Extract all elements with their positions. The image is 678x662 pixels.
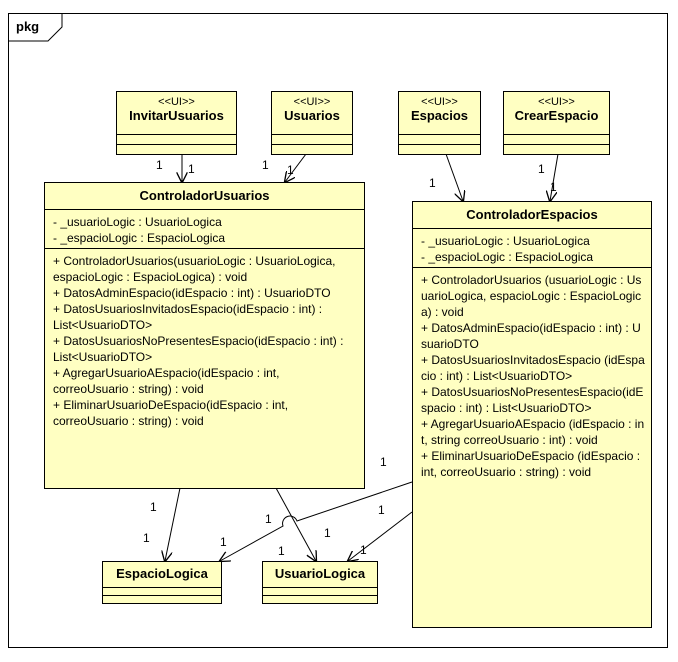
class-espacios[interactable]: <<UI>> Espacios [398, 91, 481, 155]
multiplicity-label: 1 [156, 158, 163, 172]
class-name: UsuarioLogica [274, 566, 366, 581]
stereotype-label: <<UI>> [158, 96, 195, 108]
multiplicity-label: 1 [550, 180, 557, 194]
operation: + DatosUsuariosInvitadosEspacio(idEspaci… [53, 302, 326, 332]
attributes-section: - _usuarioLogic : UsuarioLogica - _espac… [413, 228, 651, 267]
operation: + ControladorUsuarios (usuarioLogic : Us… [421, 273, 642, 319]
class-usuariologica[interactable]: UsuarioLogica [262, 561, 378, 604]
operation: + DatosUsuariosInvitadosEspacio (idEspac… [421, 353, 645, 383]
operations-section: + ControladorUsuarios(usuarioLogic : Usu… [45, 248, 364, 431]
multiplicity-label: 1 [429, 176, 436, 190]
multiplicity-label: 1 [262, 158, 269, 172]
operation: + AgregarUsuarioAEspacio (idEspacio : in… [421, 417, 645, 447]
attribute: - _usuarioLogic : UsuarioLogica [53, 215, 222, 229]
assoc-crear-ctrlespacios [550, 153, 559, 201]
multiplicity-label: 1 [538, 162, 545, 176]
class-name: ControladorEspacios [466, 207, 598, 222]
multiplicity-label: 1 [278, 544, 285, 558]
multiplicity-label: 1 [265, 512, 272, 526]
operation: + EliminarUsuarioDeEspacio (idEspacio : … [421, 449, 644, 479]
package-frame-tab [8, 13, 63, 42]
assoc-usuarios-ctrlusuarios [285, 153, 307, 182]
class-controladorespacios[interactable]: ControladorEspacios - _usuarioLogic : Us… [412, 201, 652, 628]
class-controladorusuarios[interactable]: ControladorUsuarios - _usuarioLogic : Us… [44, 182, 365, 489]
assoc-ctrlespacios-espaciologica [220, 481, 413, 561]
multiplicity-label: 1 [378, 503, 385, 517]
class-usuarios[interactable]: <<UI>> Usuarios [271, 91, 353, 155]
stereotype-label: <<UI>> [293, 96, 331, 108]
stereotype-label: <<UI>> [538, 96, 575, 108]
assoc-ctrlusuarios-usuariologica [275, 487, 316, 561]
class-name: Usuarios [284, 108, 340, 123]
class-name: ControladorUsuarios [139, 188, 270, 203]
assoc-espacios-ctrlespacios [445, 153, 463, 201]
class-invitarusuarios[interactable]: <<UI>> InvitarUsuarios [116, 91, 237, 155]
multiplicity-label: 1 [143, 531, 150, 545]
multiplicity-label: 1 [360, 543, 367, 557]
multiplicity-label: 1 [380, 455, 387, 469]
class-name: EspacioLogica [116, 566, 208, 581]
class-crearespacio[interactable]: <<UI>> CrearEspacio [503, 91, 610, 155]
class-espaciologica[interactable]: EspacioLogica [102, 561, 222, 604]
stereotype-label: <<UI>> [421, 96, 458, 108]
operation: + DatosAdminEspacio(idEspacio : int) : U… [421, 321, 641, 351]
operation: + DatosUsuariosNoPresentesEspacio(idEspa… [421, 385, 644, 415]
operation: + AgregarUsuarioAEspacio(idEspacio : int… [53, 366, 283, 396]
class-name: CrearEspacio [514, 108, 599, 123]
multiplicity-label: 1 [220, 535, 227, 549]
attribute: - _espacioLogic : EspacioLogica [53, 231, 226, 245]
operations-section: + ControladorUsuarios (usuarioLogic : Us… [413, 267, 651, 482]
package-frame [8, 13, 668, 648]
attributes-section: - _usuarioLogic : UsuarioLogica - _espac… [45, 209, 364, 248]
multiplicity-label: 1 [188, 162, 195, 176]
class-name: Espacios [410, 108, 469, 123]
operation: + DatosUsuariosNoPresentesEspacio(idEspa… [53, 334, 347, 364]
package-label: pkg [16, 19, 40, 34]
operation: + DatosAdminEspacio(idEspacio : int) : U… [53, 286, 331, 300]
operation: + ControladorUsuarios(usuarioLogic : Usu… [53, 254, 339, 284]
multiplicity-label: 1 [150, 500, 157, 514]
class-name: InvitarUsuarios [129, 108, 224, 123]
operation: + EliminarUsuarioDeEspacio(idEspacio : i… [53, 398, 292, 428]
attribute: - _espacioLogic : EspacioLogica [421, 250, 594, 264]
multiplicity-label: 1 [287, 163, 294, 177]
attribute: - _usuarioLogic : UsuarioLogica [421, 234, 590, 248]
assoc-ctrlusuarios-espaciologica [165, 487, 181, 561]
multiplicity-label: 1 [324, 526, 331, 540]
assoc-ctrlespacios-usuariologica [348, 511, 413, 561]
